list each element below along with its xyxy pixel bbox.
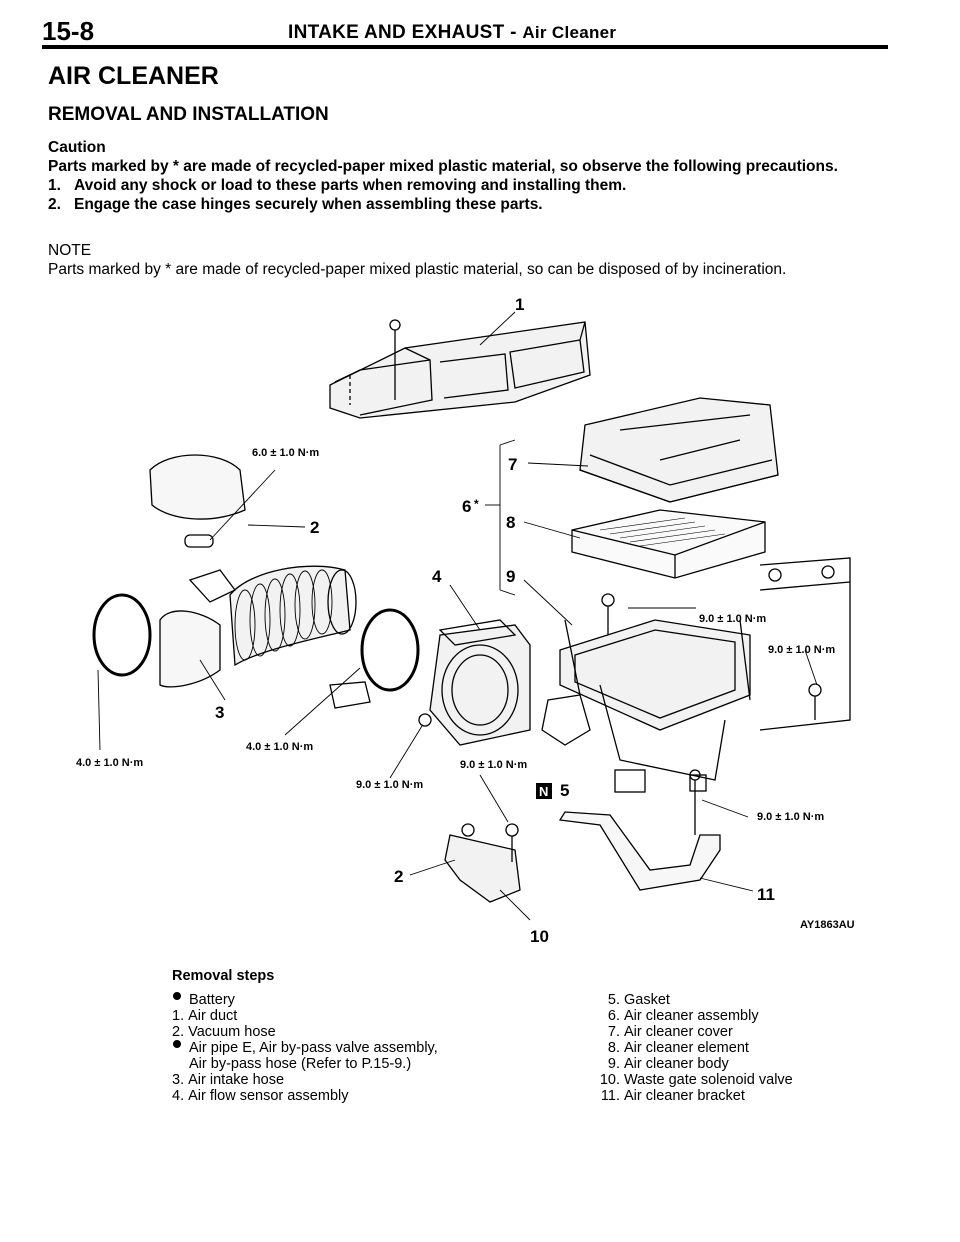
removal-steps-left: Battery 1. Air duct 2. Vacuum hose Air p… xyxy=(172,992,502,1104)
bullet-icon xyxy=(173,992,181,1000)
callout-2-upper: 2 xyxy=(310,518,319,537)
step-row: 7.Air cleaner cover xyxy=(607,1024,733,1040)
callout-11: 11 xyxy=(757,885,775,904)
page-title: AIR CLEANER xyxy=(48,62,219,90)
callout-1: 1 xyxy=(515,295,524,314)
callout-9: 9 xyxy=(506,567,515,586)
callout-5: 5 xyxy=(560,781,569,800)
callout-6: 6 xyxy=(462,497,471,516)
note-text: Parts marked by * are made of recycled-p… xyxy=(48,261,787,278)
hose-clamp-left xyxy=(92,593,152,677)
bullet-icon xyxy=(173,1040,181,1048)
torque-label: 9.0 ± 1.0 N·m xyxy=(699,613,766,625)
header-rule xyxy=(42,45,888,49)
callout-4: 4 xyxy=(432,567,442,586)
exploded-diagram: 1 7 8 9 6 * 4 2 3 2 5 10 11 N 6.0 ± 1.0 … xyxy=(60,290,880,950)
caution-list: 1.Avoid any shock or load to these parts… xyxy=(48,176,886,214)
air-cleaner-cover-drawing xyxy=(579,397,779,503)
step-row: 11.Air cleaner bracket xyxy=(600,1088,745,1104)
note-block: NOTE Parts marked by * are made of recyc… xyxy=(48,241,888,279)
callout-7: 7 xyxy=(508,455,517,474)
callout-10: 10 xyxy=(530,927,549,946)
callout-2-lower: 2 xyxy=(394,867,403,886)
callout-8: 8 xyxy=(506,513,515,532)
air-duct-drawing xyxy=(329,319,591,419)
leader-lines xyxy=(97,311,818,921)
connector-drawing xyxy=(329,681,371,709)
section-heading: REMOVAL AND INSTALLATION xyxy=(48,104,329,125)
subsection-title: Air Cleaner xyxy=(522,23,617,42)
vacuum-hose-drawing xyxy=(184,534,214,548)
section-title: INTAKE AND EXHAUST - xyxy=(288,22,517,43)
gasket-drawing xyxy=(541,694,591,746)
torque-label: 9.0 ± 1.0 N·m xyxy=(356,779,423,791)
air-cleaner-bracket-drawing xyxy=(558,769,721,891)
callout-6-star: * xyxy=(474,497,479,511)
air-intake-hose-drawing xyxy=(159,565,357,688)
caution-item: 1.Avoid any shock or load to these parts… xyxy=(48,177,627,194)
step-row: 4. Air flow sensor assembly xyxy=(172,1088,349,1104)
page-header: 15-8 INTAKE AND EXHAUST - Air Cleaner xyxy=(42,14,888,46)
step-row: Air pipe E, Air by-pass valve assembly, xyxy=(172,1040,502,1056)
torque-label: 9.0 ± 1.0 N·m xyxy=(757,811,824,823)
step-row: 1. Air duct xyxy=(172,1008,238,1024)
torque-label: 9.0 ± 1.0 N·m xyxy=(460,759,527,771)
step-row: 2. Vacuum hose xyxy=(172,1024,276,1040)
air-flow-sensor-drawing xyxy=(429,619,531,746)
step-row: 10.Waste gate solenoid valve xyxy=(599,1072,793,1088)
air-cleaner-body-drawing xyxy=(559,619,751,793)
torque-label: 9.0 ± 1.0 N·m xyxy=(768,644,835,656)
diagram-svg: 1 7 8 9 6 * 4 2 3 2 5 10 11 N 6.0 ± 1.0 … xyxy=(76,295,855,946)
new-part-badge-label: N xyxy=(539,784,548,799)
new-part-badge xyxy=(536,783,552,799)
page-number: 15-8 xyxy=(42,16,95,46)
torque-label: 4.0 ± 1.0 N·m xyxy=(76,757,143,769)
callout-3: 3 xyxy=(215,703,224,722)
note-heading: NOTE xyxy=(48,242,92,259)
removal-steps-right: 5.Gasket 6.Air cleaner assembly 7.Air cl… xyxy=(588,992,848,1104)
removal-steps-title: Removal steps xyxy=(172,968,275,984)
figure-id: AY1863AU xyxy=(800,919,855,931)
torque-label: 6.0 ± 1.0 N·m xyxy=(252,447,319,459)
step-row: 9.Air cleaner body xyxy=(607,1056,729,1072)
bolt-drawings xyxy=(418,593,822,862)
step-row: 6.Air cleaner assembly xyxy=(607,1008,759,1024)
waste-gate-solenoid-drawing xyxy=(444,834,521,903)
step-row: 5.Gasket xyxy=(607,992,670,1008)
caution-block: Caution Parts marked by * are made of re… xyxy=(48,138,886,214)
air-cleaner-element-drawing xyxy=(571,509,766,579)
hose-clamp-right xyxy=(360,608,420,692)
step-row: 3. Air intake hose xyxy=(172,1072,285,1088)
bypass-valve-drawing xyxy=(149,454,246,520)
torque-label: 4.0 ± 1.0 N·m xyxy=(246,741,313,753)
running-title: INTAKE AND EXHAUST - Air Cleaner xyxy=(288,22,616,44)
step-row: 8.Air cleaner element xyxy=(607,1040,749,1056)
caution-item: 2.Engage the case hinges securely when a… xyxy=(48,196,543,213)
caution-heading: Caution xyxy=(48,139,106,156)
step-row: Battery xyxy=(172,992,502,1008)
caution-text: Parts marked by * are made of recycled-p… xyxy=(48,158,838,175)
battery-drawing xyxy=(759,557,851,731)
step-row: Air by-pass hose (Refer to P.15-9.) xyxy=(189,1056,412,1072)
